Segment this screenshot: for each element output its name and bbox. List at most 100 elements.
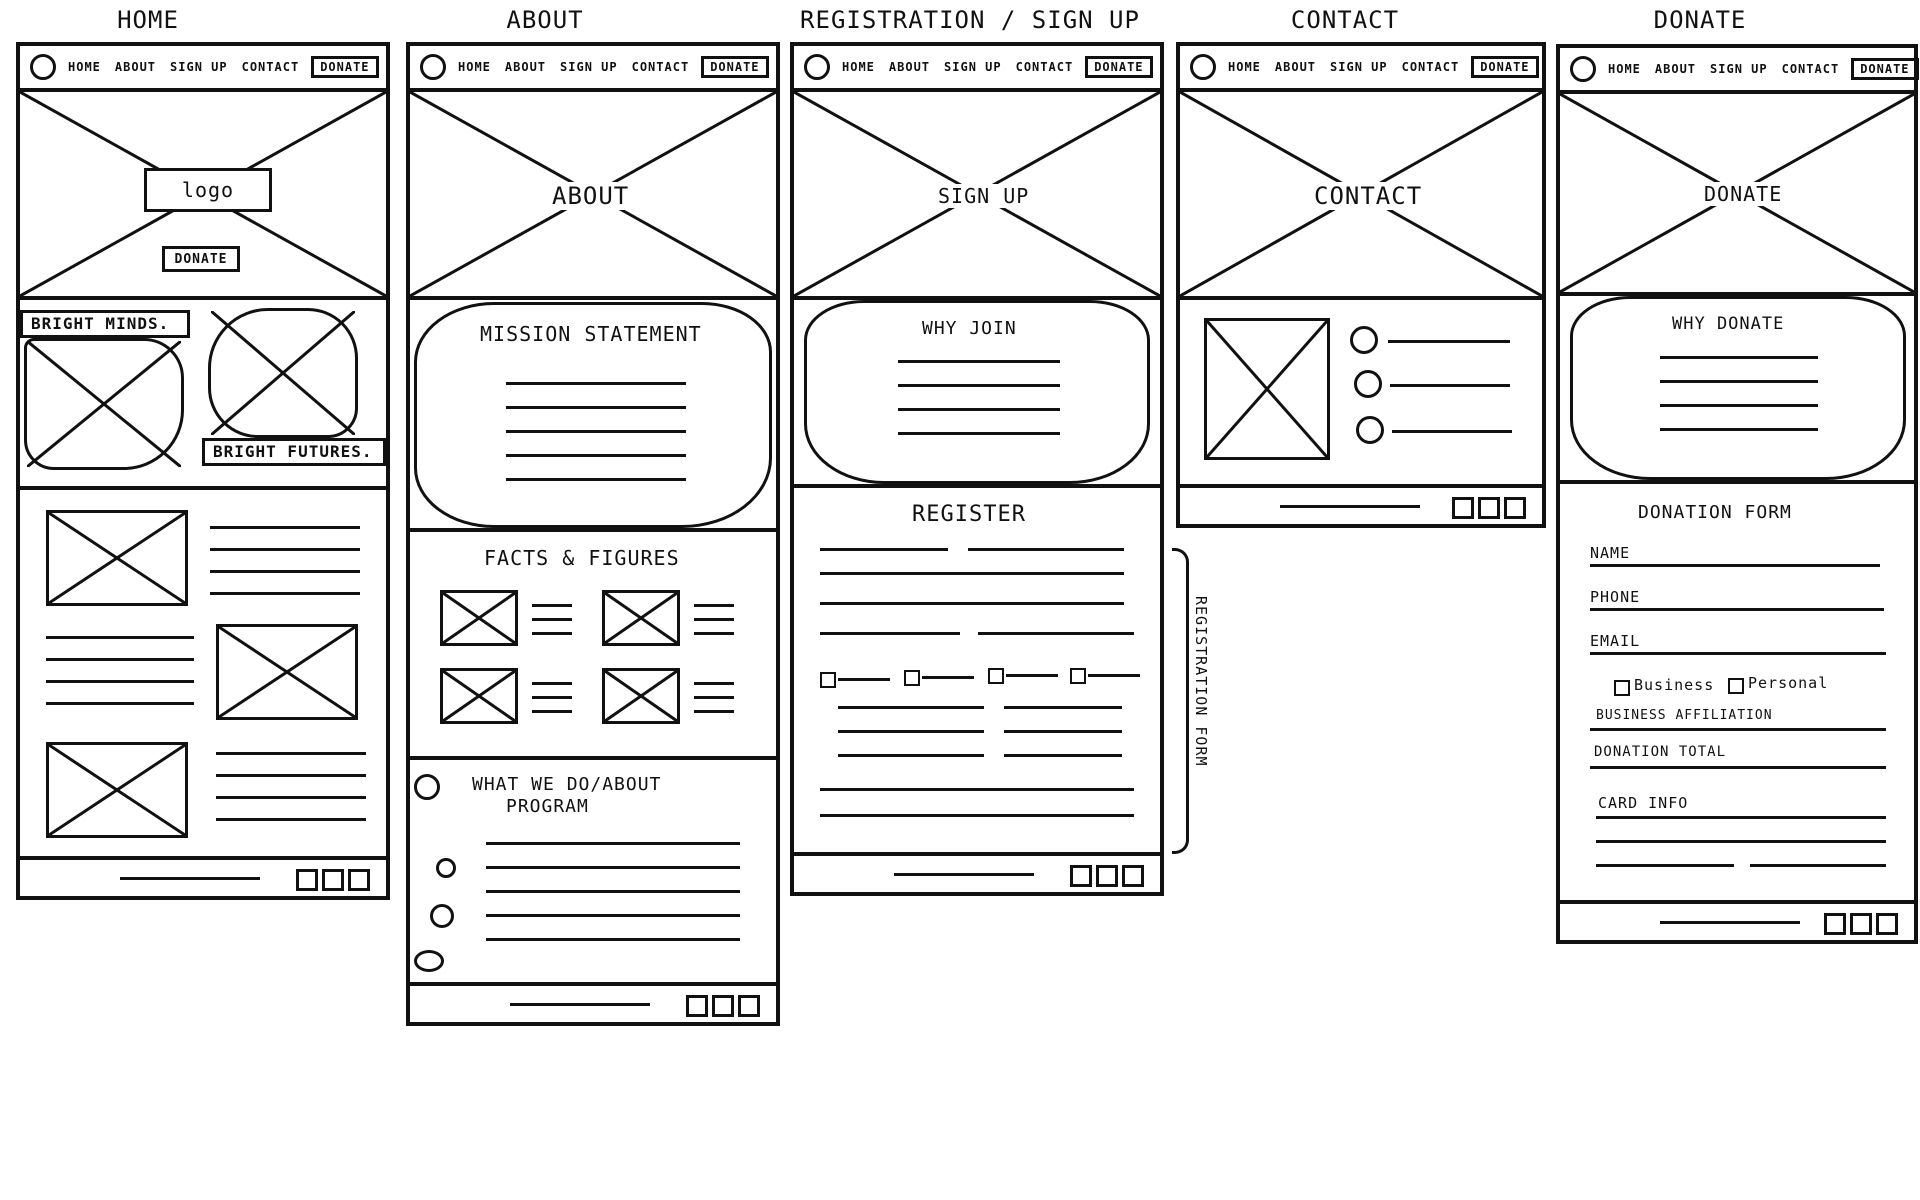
tagline-bright-futures: Bright futures.	[202, 438, 386, 466]
nav-home-link[interactable]: Home	[458, 60, 491, 74]
card-cvv-field[interactable]	[1750, 864, 1886, 867]
nav-about-link[interactable]: About	[1654, 62, 1697, 76]
hero-donate-button[interactable]: Donate	[162, 246, 240, 272]
business-checkbox[interactable]	[1614, 680, 1630, 696]
card-number-field[interactable]	[1596, 816, 1886, 819]
nav-donate-button[interactable]: Donate	[311, 56, 379, 78]
page-title-contact: Contact	[1290, 6, 1400, 34]
phone-label: Phone	[1590, 588, 1641, 606]
nav-bar: Home About Sign up Contact Donate	[20, 46, 386, 92]
nav-contact-link[interactable]: Contact	[631, 60, 690, 74]
checkbox[interactable]	[1070, 668, 1086, 684]
footer	[794, 852, 1160, 892]
nav-home-link[interactable]: Home	[68, 60, 101, 74]
nav-bar: Home About Sign up Contact Donate	[1180, 46, 1542, 92]
personal-label: Personal	[1748, 674, 1829, 692]
about-wireframe: Home About Sign up Contact Donate About …	[406, 42, 780, 1026]
signup-wireframe: Home About Sign up Contact Donate Sign u…	[790, 42, 1164, 896]
registration-form-bracket	[1172, 548, 1189, 854]
decor-flower-icon	[430, 904, 454, 928]
nav-about-link[interactable]: About	[114, 60, 157, 74]
logo-circle-icon	[420, 54, 446, 80]
program-heading: Program	[506, 796, 589, 817]
nav-about-link[interactable]: About	[1274, 60, 1317, 74]
logo-circle-icon	[1190, 54, 1216, 80]
logo-circle-icon	[804, 54, 830, 80]
hero-label: Sign up	[934, 184, 1034, 208]
donation-total-field[interactable]	[1590, 766, 1886, 769]
image-placeholder	[602, 590, 680, 646]
page-title-home: Home	[117, 6, 179, 34]
decor-blob-icon	[414, 950, 444, 972]
page-title-donate: Donate	[1653, 6, 1747, 34]
wavy-section	[1570, 296, 1906, 480]
affiliation-label: Business affiliation	[1596, 708, 1773, 723]
register-heading: Register	[912, 502, 1026, 527]
hero-label: About	[548, 182, 634, 210]
nav-contact-link[interactable]: Contact	[1781, 62, 1840, 76]
nav-home-link[interactable]: Home	[1228, 60, 1261, 74]
nav-signup-link[interactable]: Sign up	[560, 60, 618, 74]
image-placeholder	[46, 742, 188, 838]
nav-contact-link[interactable]: Contact	[1401, 60, 1460, 74]
hero-label: Donate	[1700, 182, 1787, 206]
nav-signup-link[interactable]: Sign up	[1330, 60, 1388, 74]
nav-contact-link[interactable]: Contact	[241, 60, 300, 74]
registration-form-annotation: Registration form	[1192, 596, 1210, 767]
phone-field[interactable]	[1590, 608, 1884, 611]
page-title-about: About	[506, 6, 584, 34]
nav-about-link[interactable]: About	[504, 60, 547, 74]
nav-signup-link[interactable]: Sign up	[944, 60, 1002, 74]
footer	[410, 982, 776, 1022]
decor-circle-icon	[436, 858, 456, 878]
nav-home-link[interactable]: Home	[1608, 62, 1641, 76]
name-field[interactable]	[1590, 564, 1880, 567]
nav-home-link[interactable]: Home	[842, 60, 875, 74]
nav-signup-link[interactable]: Sign up	[170, 60, 228, 74]
nav-about-link[interactable]: About	[888, 60, 931, 74]
card-expiry-field[interactable]	[1596, 864, 1734, 867]
image-placeholder	[46, 510, 188, 606]
checkbox[interactable]	[820, 672, 836, 688]
email-label: Email	[1590, 632, 1641, 650]
image-placeholder	[440, 590, 518, 646]
nav-donate-button[interactable]: Donate	[701, 56, 769, 78]
affiliation-field[interactable]	[1590, 728, 1886, 731]
logo-circle-icon	[1570, 56, 1596, 82]
why-join-heading: Why join	[922, 318, 1017, 339]
why-donate-heading: Why donate	[1672, 314, 1785, 334]
checkbox[interactable]	[988, 668, 1004, 684]
what-we-do-heading: What we do/About	[472, 774, 662, 795]
business-label: Business	[1634, 676, 1715, 694]
footer	[20, 856, 386, 896]
donation-form-heading: Donation form	[1638, 502, 1792, 523]
name-label: Name	[1590, 544, 1631, 562]
donate-wireframe: Home About Sign up Contact Donate Donate…	[1556, 44, 1919, 944]
wavy-section	[804, 300, 1150, 484]
card-name-field[interactable]	[1596, 840, 1886, 843]
personal-checkbox[interactable]	[1728, 678, 1744, 694]
mission-statement-heading: Mission Statement	[480, 322, 702, 346]
image-placeholder	[440, 668, 518, 724]
nav-contact-link[interactable]: Contact	[1015, 60, 1074, 74]
nav-donate-button[interactable]: Donate	[1085, 56, 1153, 78]
logo-box: logo	[144, 168, 272, 212]
contact-wireframe: Home About Sign up Contact Donate Contac…	[1176, 42, 1546, 528]
footer	[1180, 484, 1542, 524]
blob-image-placeholder	[208, 308, 358, 438]
contact-icon	[1350, 326, 1378, 354]
home-wireframe: Home About Sign up Contact Donate logo D…	[16, 42, 390, 900]
nav-bar: Home About Sign up Contact Donate	[1560, 48, 1919, 94]
nav-signup-link[interactable]: Sign up	[1710, 62, 1768, 76]
image-placeholder	[1204, 318, 1330, 460]
blob-image-placeholder	[24, 338, 184, 470]
decor-circle-icon	[414, 774, 440, 800]
image-placeholder	[216, 624, 358, 720]
nav-donate-button[interactable]: Donate	[1471, 56, 1539, 78]
email-field[interactable]	[1590, 652, 1886, 655]
card-info-label: Card info	[1598, 794, 1689, 812]
nav-donate-button[interactable]: Donate	[1851, 58, 1919, 80]
image-placeholder	[602, 668, 680, 724]
checkbox[interactable]	[904, 670, 920, 686]
facts-figures-heading: Facts & Figures	[484, 546, 680, 570]
